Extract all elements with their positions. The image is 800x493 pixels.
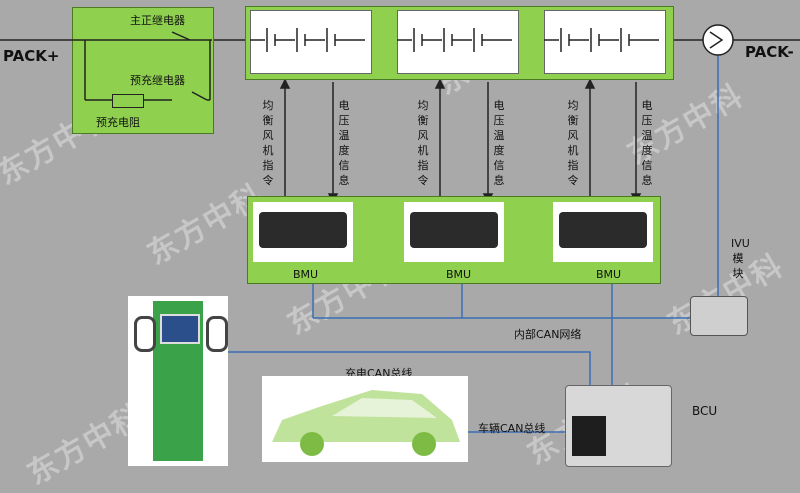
bmu-device-icon: [410, 212, 498, 248]
balance-command-label-1: 均衡风机指令: [262, 99, 274, 187]
voltage-info-label-2: 电压温度信息: [493, 99, 505, 187]
charger-cable-icon: [206, 316, 228, 352]
pack-plus-label: PACK+: [3, 47, 60, 65]
bmu-device-icon: [259, 212, 347, 248]
bmu-module-1: [253, 202, 353, 262]
precharge-resistor: [112, 94, 144, 108]
battery-cells: [250, 28, 659, 52]
charger-screen: [160, 314, 200, 344]
current-sensor-icon: [702, 24, 734, 56]
bmu-device-icon: [559, 212, 647, 248]
ivu-label: IVU模块: [731, 237, 750, 280]
ivu-module-icon: [690, 296, 748, 336]
relay-box: [72, 7, 214, 134]
voltage-info-label-3: 电压温度信息: [641, 99, 653, 187]
battery-module-2: [397, 10, 519, 74]
car-icon: [272, 390, 460, 456]
vehicle-illustration: [262, 376, 468, 462]
bmu-label-2: BMU: [446, 268, 472, 281]
bcu-device: [565, 385, 672, 467]
main-relay-label: 主正继电器: [130, 14, 185, 27]
internal-can-label: 内部CAN网络: [514, 328, 582, 341]
bmu-label-3: BMU: [596, 268, 622, 281]
battery-module-3: [544, 10, 666, 74]
relay-wiring: [72, 31, 212, 101]
bmu-label-1: BMU: [293, 268, 319, 281]
bmu-module-3: [553, 202, 653, 262]
bcu-connector-icon: [572, 416, 606, 456]
balance-command-label-3: 均衡风机指令: [567, 99, 579, 187]
bmu-module-2: [404, 202, 504, 262]
precharge-relay-label: 预充继电器: [130, 74, 185, 87]
bcu-label: BCU: [692, 404, 718, 418]
battery-module-1: [250, 10, 372, 74]
voltage-info-label-1: 电压温度信息: [338, 99, 350, 187]
precharge-resistor-label: 预充电阻: [96, 116, 140, 129]
vehicle-can-label: 车辆CAN总线: [478, 422, 546, 435]
pack-minus-label: PACK-: [745, 43, 794, 61]
charger-cable-icon: [134, 316, 156, 352]
balance-command-label-2: 均衡风机指令: [417, 99, 429, 187]
charging-station: [128, 296, 228, 466]
